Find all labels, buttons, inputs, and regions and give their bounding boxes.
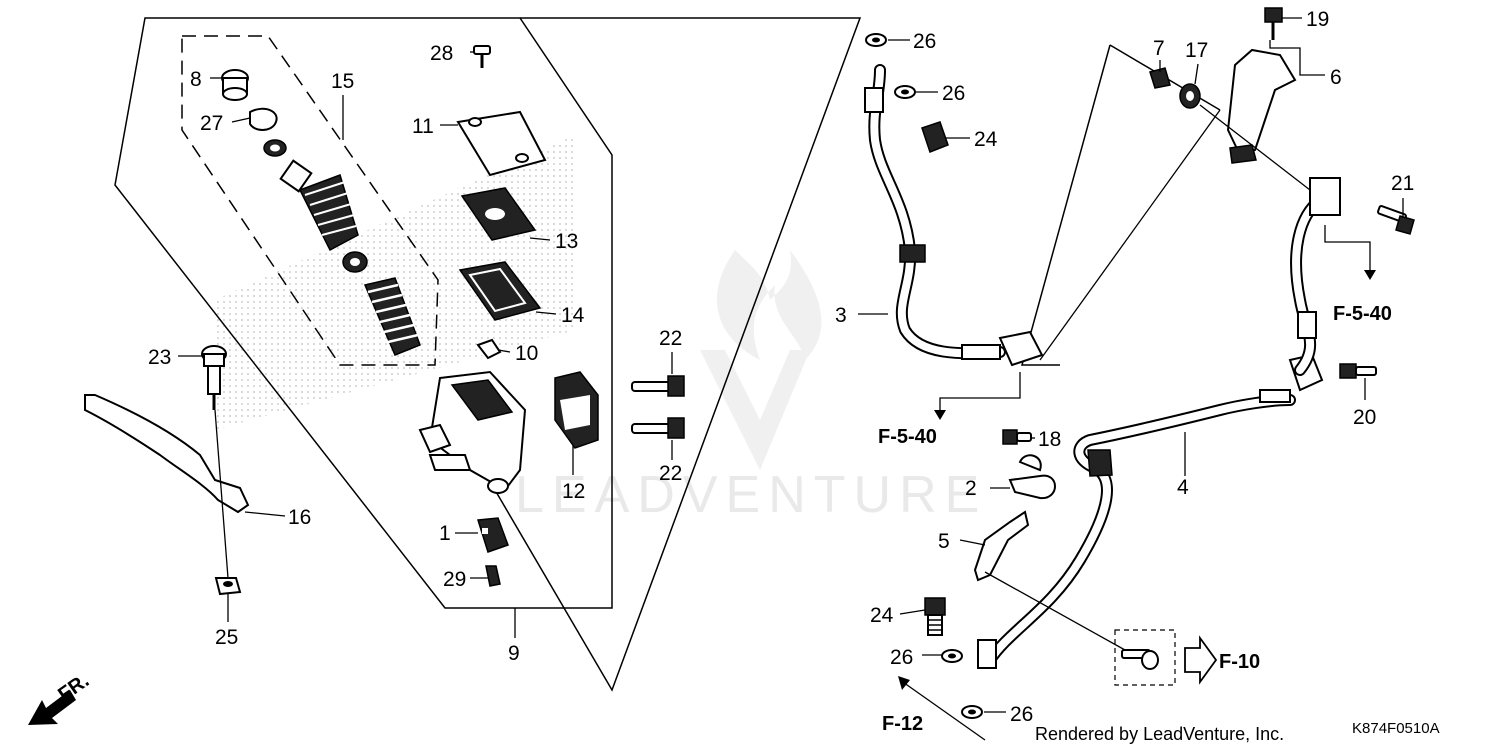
part-9-master-cylinder-body — [418, 370, 527, 494]
callout-2: 2 — [965, 477, 977, 500]
callout-3: 3 — [835, 304, 847, 327]
part-11-reservoir-cap — [456, 110, 547, 177]
callout-6: 6 — [1330, 66, 1342, 89]
callout-14: 14 — [561, 304, 585, 327]
front-direction-arrow-icon: FR. — [28, 670, 93, 725]
callout-13: 13 — [555, 230, 578, 253]
part-17-grommet — [1179, 83, 1201, 109]
part-14-diaphragm — [458, 261, 542, 321]
callout-19: 19 — [1306, 8, 1329, 31]
callout-4: 4 — [1177, 476, 1189, 499]
callout-17: 17 — [1185, 39, 1208, 62]
callout-22-lower: 22 — [659, 462, 682, 485]
part-upper-right-hose — [1290, 177, 1341, 376]
part-6-bracket — [1226, 48, 1297, 164]
part-18-bolt — [1002, 429, 1032, 445]
part-23-pivot-bolt — [201, 345, 227, 410]
callout-11: 11 — [412, 115, 434, 138]
callout-10: 10 — [515, 342, 538, 365]
callout-26-c: 26 — [890, 646, 913, 669]
part-26-washers — [865, 33, 983, 719]
callout-5: 5 — [938, 530, 950, 553]
callout-18: 18 — [1038, 428, 1061, 451]
callout-26-a: 26 — [913, 30, 936, 53]
part-12-holder — [554, 371, 599, 449]
part-10-float — [476, 338, 502, 360]
callout-24-lower: 24 — [870, 604, 894, 627]
callout-29: 29 — [443, 568, 466, 591]
part-25-nut — [214, 577, 242, 596]
callout-28: 28 — [430, 42, 453, 65]
watermark-text: LEADVENTURE — [515, 466, 987, 524]
callout-8: 8 — [190, 68, 202, 91]
part-21-bolt — [1377, 205, 1415, 235]
part-29-screw — [485, 565, 501, 587]
part-19-bolt — [1264, 7, 1283, 40]
callout-26-d: 26 — [1010, 703, 1033, 726]
part-2-clamp — [1008, 454, 1056, 500]
diagram-code: K874F0510A — [1352, 720, 1440, 737]
callout-9: 9 — [508, 642, 520, 665]
part-20-bolt — [1339, 363, 1377, 379]
arrow-f10-icon — [1184, 635, 1218, 685]
callout-20: 20 — [1353, 406, 1376, 429]
callout-21: 21 — [1391, 172, 1414, 195]
part-4-lower-hose — [977, 353, 1324, 669]
callout-23: 23 — [148, 346, 171, 369]
bleed-valve-f10 — [1114, 629, 1176, 686]
part-16-lever — [84, 394, 250, 514]
callout-7: 7 — [1153, 37, 1165, 60]
render-credit: Rendered by LeadVenture, Inc. — [1035, 724, 1284, 744]
callouts: 1 2 3 4 5 6 7 8 9 10 11 12 13 14 15 16 1… — [148, 8, 1414, 726]
part-1-switch — [477, 517, 509, 553]
reference-f-5-40-right: F-5-40 — [1333, 303, 1392, 325]
leader-lines — [178, 17, 1404, 741]
callout-1: 1 — [439, 522, 451, 545]
callout-26-b: 26 — [942, 82, 965, 105]
part-3-upper-hose — [864, 64, 1044, 367]
reference-f-5-40-left: F-5-40 — [878, 426, 937, 448]
part-22-bolts — [631, 375, 685, 439]
callout-22-upper: 22 — [659, 327, 682, 350]
part-28-screw — [473, 45, 491, 68]
part-15-piston-set — [263, 139, 421, 356]
callout-16: 16 — [288, 506, 311, 529]
part-27-circlip — [249, 107, 278, 131]
callout-25: 25 — [215, 626, 238, 649]
callout-27: 27 — [200, 112, 223, 135]
part-8-cap — [221, 69, 249, 101]
callout-24-upper: 24 — [974, 128, 998, 151]
reference-f-10: F-10 — [1219, 651, 1260, 673]
callout-15: 15 — [331, 70, 354, 93]
part-24-bolts — [921, 121, 949, 636]
part-5-bracket — [973, 510, 1030, 582]
reference-f-12: F-12 — [882, 713, 923, 735]
callout-12: 12 — [562, 480, 585, 503]
reference-labels: F-5-40 F-5-40 F-10 F-12 — [878, 303, 1392, 735]
group-frames — [114, 17, 1221, 692]
part-13-plate — [460, 187, 537, 241]
